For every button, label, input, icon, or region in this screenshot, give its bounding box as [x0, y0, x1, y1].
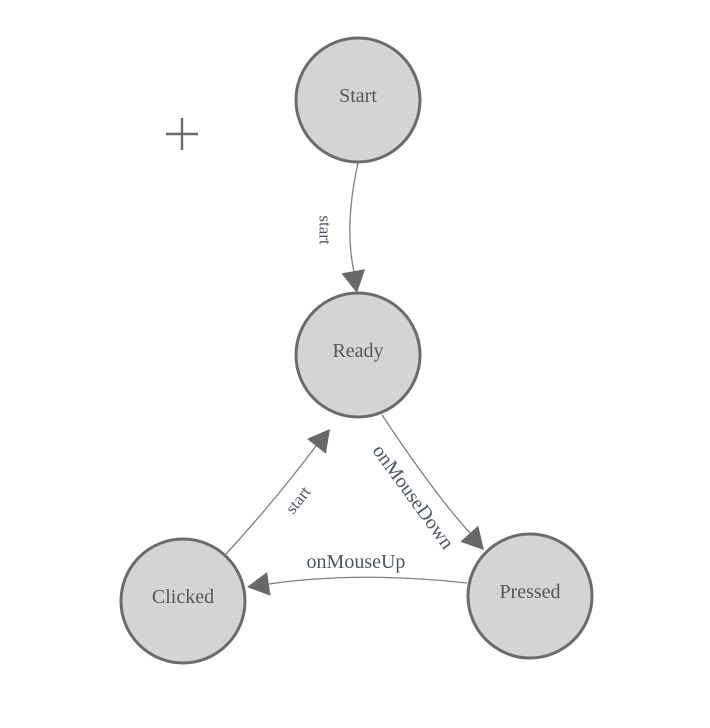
cursor-cross-icon: [166, 118, 198, 150]
state-label: Ready: [332, 340, 383, 362]
node-clicked[interactable]: Clicked: [119, 537, 247, 665]
edge-clicked-to-ready[interactable]: start: [225, 429, 330, 555]
arrowhead-icon: [460, 525, 484, 550]
state-circle[interactable]: [294, 291, 422, 419]
arrowhead-icon: [341, 269, 365, 293]
state-circle[interactable]: [294, 36, 422, 164]
node-pressed[interactable]: Pressed: [466, 532, 594, 660]
edge-line[interactable]: [381, 414, 471, 534]
edge-label: onMouseUp: [307, 551, 406, 573]
state-circle[interactable]: [119, 537, 247, 665]
node-ready[interactable]: Ready: [294, 291, 422, 419]
edge-line[interactable]: [268, 576, 468, 585]
state-label: Pressed: [499, 581, 560, 603]
edge-pressed-to-clicked[interactable]: onMouseUp: [247, 551, 468, 596]
edge-line[interactable]: [225, 445, 317, 555]
arrowhead-icon: [247, 572, 271, 596]
edge-ready-to-pressed[interactable]: onMouseDown: [368, 414, 484, 554]
state-label: Clicked: [152, 586, 214, 608]
edge-label: start: [282, 482, 315, 517]
arrowhead-icon: [307, 429, 330, 454]
state-label: Start: [339, 85, 377, 107]
edge-label: onMouseDown: [368, 441, 458, 554]
state-circle[interactable]: [466, 532, 594, 660]
edge-label: start: [316, 215, 335, 245]
node-start[interactable]: Start: [294, 36, 422, 164]
edge-line[interactable]: [349, 162, 359, 273]
edge-start-to-ready[interactable]: start: [316, 162, 366, 293]
